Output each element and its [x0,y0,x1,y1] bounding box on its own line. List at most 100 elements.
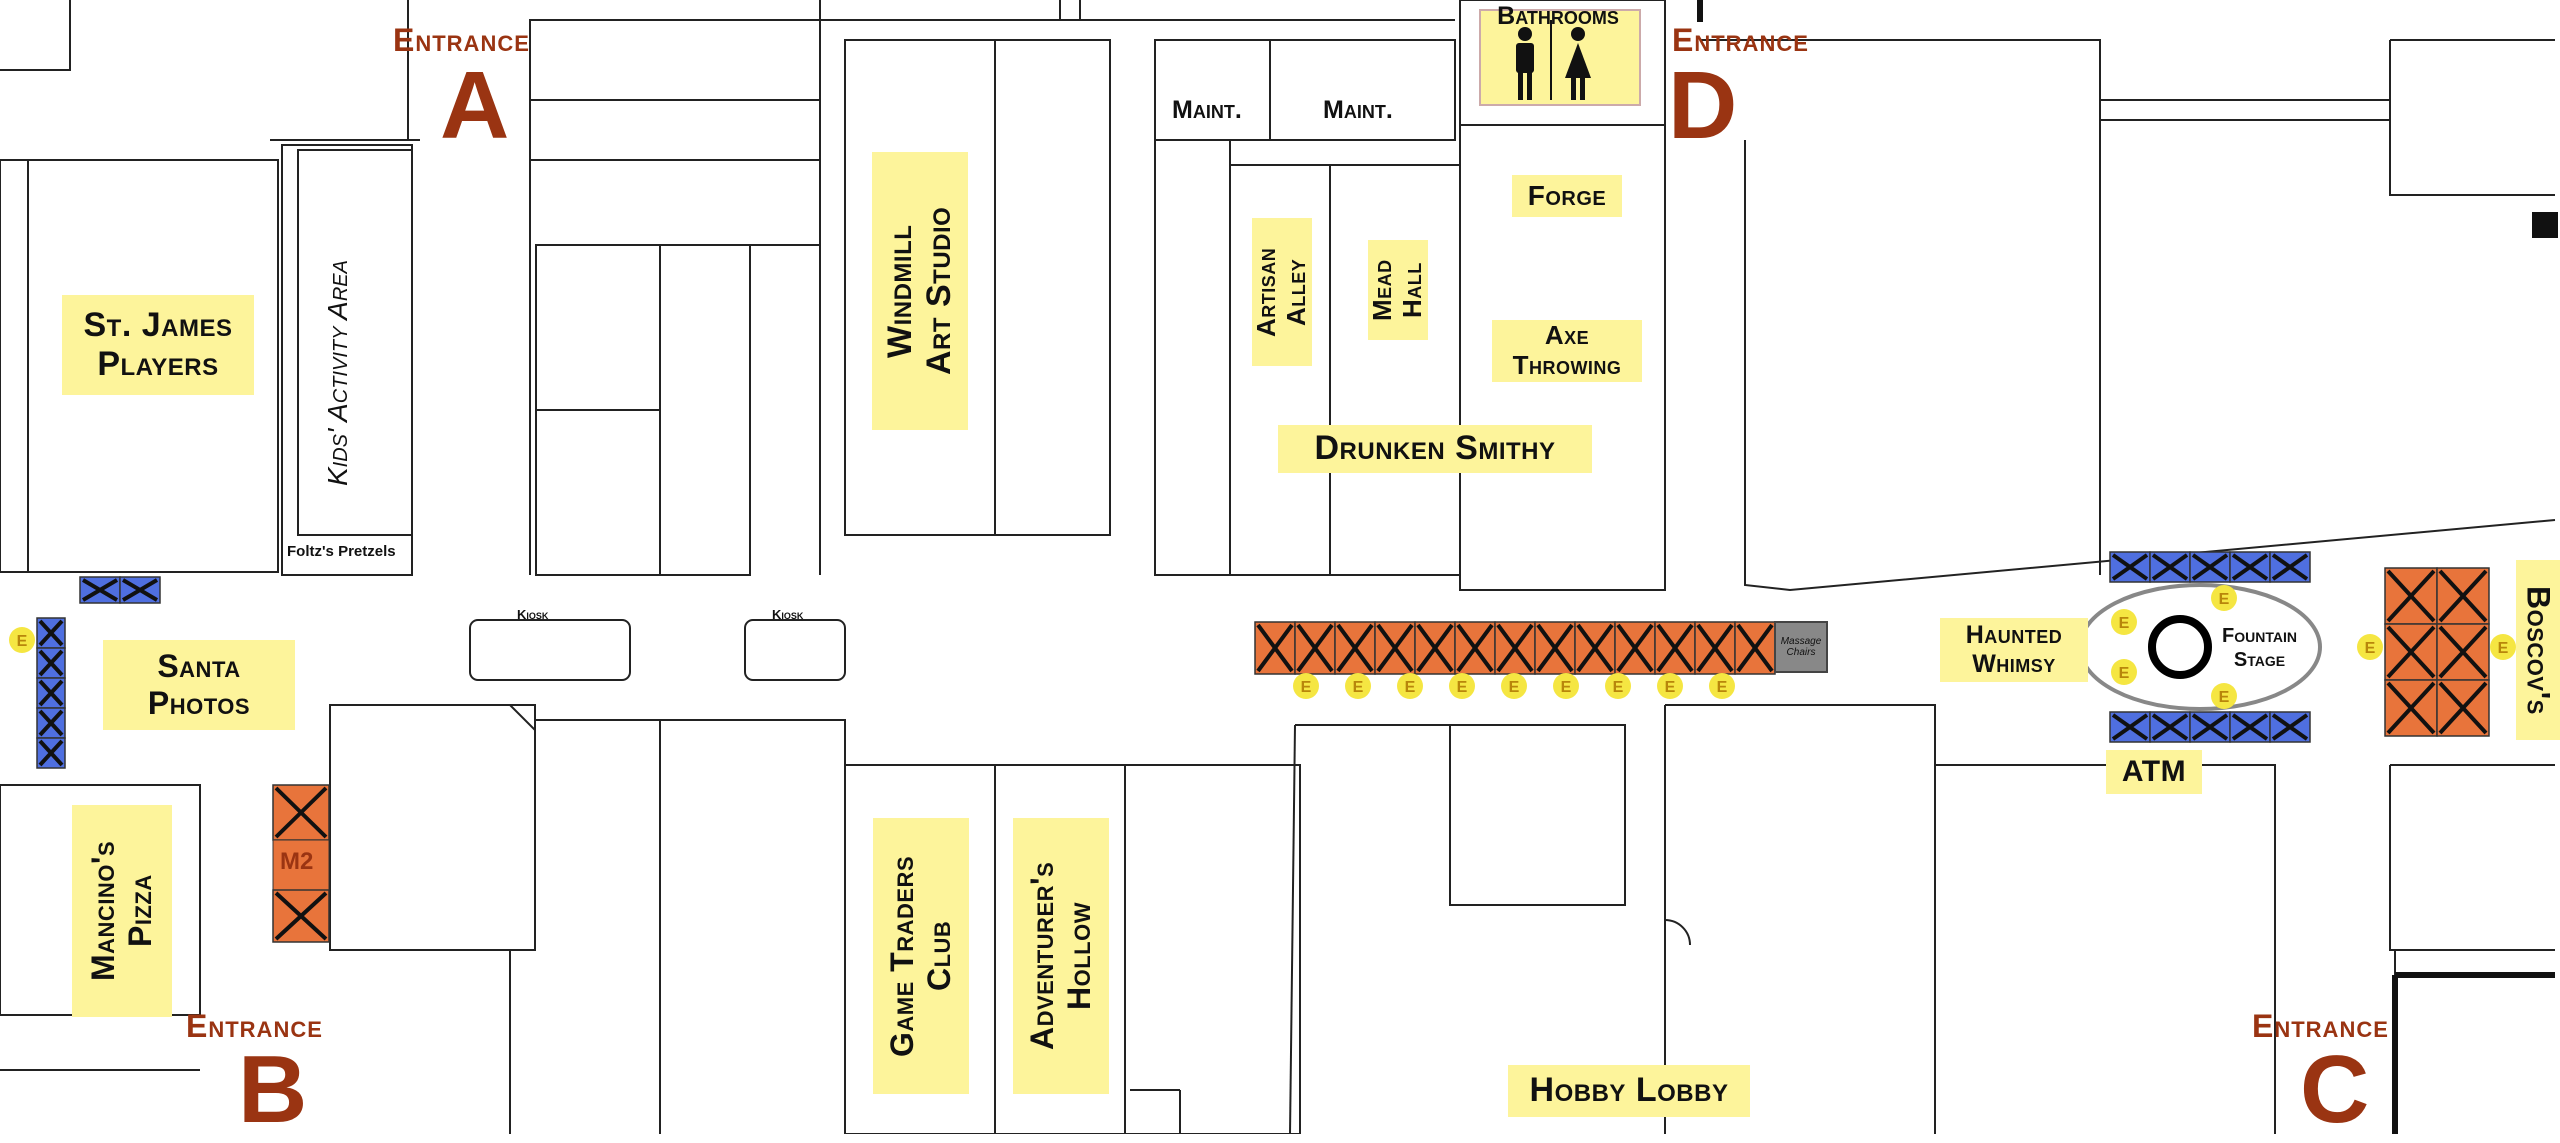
entrance-c-letter[interactable]: C [2300,1036,2370,1143]
store-mead-hall[interactable]: Mead Hall [1367,240,1428,340]
booth-x-mark [2438,569,2488,623]
store-haunted-whimsy[interactable]: Haunted Whimsy [1940,618,2088,682]
atm[interactable]: ATM [2106,750,2202,794]
booth-x-mark [2191,713,2229,741]
booth-x-mark [2438,625,2488,679]
vendor-booth-m2[interactable] [272,839,330,891]
booth-x-mark [1416,623,1454,673]
booth-x-mark [2386,569,2436,623]
booth-x-mark [1256,623,1294,673]
kiosk-label-2: Kiosk [772,607,804,622]
entrance-d-word: Entrance [1672,22,1809,58]
vendor-booths-blue [36,551,2311,769]
booth-x-mark [1616,623,1654,673]
booth-x-mark [1336,623,1374,673]
booth-x-mark [38,619,64,647]
store-axe-throwing[interactable]: Axe Throwing [1492,320,1642,382]
e-marker-letter: E [1353,679,1364,696]
booth-x-mark [81,578,119,602]
booth-x-mark [2386,625,2436,679]
e-marker[interactable] [1345,673,1371,699]
kids-activity-area-label: Kids' Activity Area [322,260,353,486]
e-marker[interactable] [1605,673,1631,699]
e-marker[interactable] [1709,673,1735,699]
store-artisan-alley[interactable]: Artisan Alley [1251,218,1312,366]
entrance-d-letter[interactable]: D [1668,52,1738,159]
store-adventurers-hollow[interactable]: Adventurer's Hollow [1013,818,1109,1094]
e-marker[interactable] [2211,683,2237,709]
booth-x-mark [2191,553,2229,581]
entrance-a-letter[interactable]: A [440,52,510,159]
booth-x-mark [2271,713,2309,741]
booth-x-mark [2111,713,2149,741]
booth-x-mark [1376,623,1414,673]
booth-x-mark [2386,681,2436,735]
e-marker-letter: E [1613,679,1624,696]
fountain-stage-label: Fountain Stage [2222,625,2297,671]
booth-x-mark [274,786,328,839]
booth-x-mark [1576,623,1614,673]
store-st-james-players[interactable]: St. James Players [62,295,254,395]
entrance-b-word: Entrance [186,1008,323,1044]
booth-x-mark [38,679,64,707]
e-marker[interactable] [2357,634,2383,660]
store-windmill-art-studio[interactable]: Windmill Art Studio [872,152,968,430]
booth-x-mark [1696,623,1734,673]
bathrooms-label: Bathrooms [1497,2,1619,30]
e-marker[interactable] [9,627,35,653]
booth-x-mark [121,578,159,602]
e-marker[interactable] [1397,673,1423,699]
e-marker-letter: E [2498,640,2509,657]
e-marker-letter: E [2119,615,2130,632]
booth-x-mark [2271,553,2309,581]
booth-x-mark [1456,623,1494,673]
entrance-b-letter[interactable]: B [238,1036,308,1143]
e-marker[interactable] [1553,673,1579,699]
booth-x-mark [274,891,328,941]
store-game-traders-club[interactable]: Game Traders Club [873,818,969,1094]
e-marker[interactable] [2211,585,2237,611]
e-marker[interactable] [2490,634,2516,660]
booth-x-mark [2111,553,2149,581]
entrance-a-word: Entrance [393,22,530,58]
store-santa-photos[interactable]: Santa Photos [103,640,295,730]
maint-label-1: Maint. [1172,96,1242,124]
e-marker-letter: E [1509,679,1520,696]
booth-x-mark [38,649,64,677]
e-marker[interactable] [1501,673,1527,699]
booth-x-mark [38,739,64,767]
booth-x-mark [2438,681,2488,735]
e-marker[interactable] [2111,659,2137,685]
store-hobby-lobby[interactable]: Hobby Lobby [1508,1065,1750,1117]
e-marker-letter: E [1405,679,1416,696]
massage-chairs-box [1774,621,1828,673]
booth-x-mark [2151,713,2189,741]
e-marker[interactable] [2111,609,2137,635]
kiosk-label-1: Kiosk [517,607,549,622]
e-marker-letter: E [2119,665,2130,682]
store-mancinos-pizza[interactable]: Mancino's Pizza [72,805,172,1017]
store-boscovs[interactable]: Boscov's [2516,560,2560,740]
e-marker-letter: E [2219,591,2230,608]
booth-x-mark [1656,623,1694,673]
booth-x-mark [1496,623,1534,673]
store-drunken-smithy[interactable]: Drunken Smithy [1278,425,1592,473]
e-marker-letter: E [2219,689,2230,706]
e-marker[interactable] [1293,673,1319,699]
e-marker[interactable] [1657,673,1683,699]
e-marker-letter: E [1717,679,1728,696]
e-marker[interactable] [1449,673,1475,699]
m2-label: M2 [280,848,314,875]
e-marker-letter: E [1665,679,1676,696]
foltzs-pretzels-label: Foltz's Pretzels [287,543,396,560]
store-forge[interactable]: Forge [1512,175,1622,217]
e-marker-letter: E [1301,679,1312,696]
booth-x-mark [2151,553,2189,581]
e-marker-letter: E [17,633,28,650]
booth-x-mark [1536,623,1574,673]
bathroom-icons [1516,20,1591,100]
booth-x-mark [2231,713,2269,741]
maint-label-2: Maint. [1323,96,1393,124]
